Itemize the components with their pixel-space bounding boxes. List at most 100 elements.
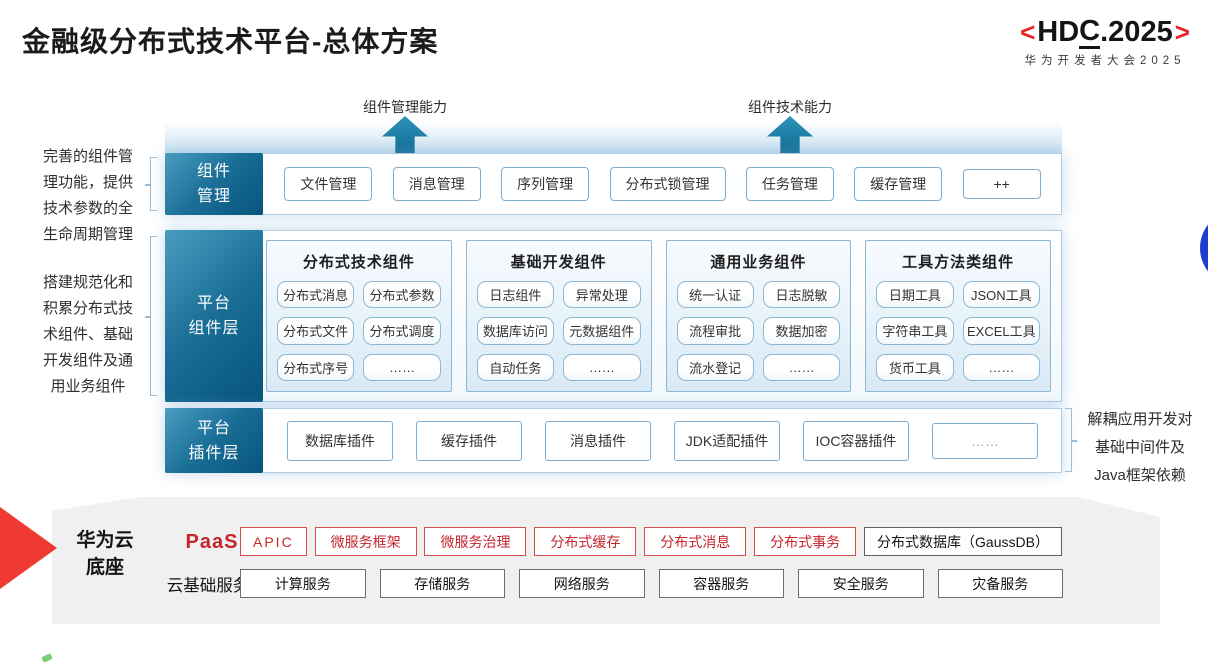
item-box: 日志组件	[476, 281, 555, 309]
note-line: 用业务组件	[50, 378, 126, 395]
management-items: 文件管理 消息管理 序列管理 分布式锁管理 任务管理 缓存管理 ++	[264, 154, 1061, 214]
item-box: 文件管理	[284, 167, 373, 201]
item-box: 流水登记	[676, 353, 754, 381]
cloud-basic-services-row: 计算服务 存储服务 网络服务 容器服务 安全服务 灾备服务	[240, 569, 1063, 598]
item-box: 数据库访问	[476, 317, 555, 345]
component-columns: 分布式技术组件 分布式消息 分布式参数 分布式文件 分布式调度 分布式序号 ………	[266, 240, 1051, 392]
column-basic-dev: 基础开发组件 日志组件 异常处理 数据库访问 元数据组件 自动任务 ……	[465, 240, 652, 392]
hdc-text-c: C	[1079, 14, 1101, 49]
item-box: JSON工具	[962, 281, 1040, 309]
item-box: 分布式文件	[277, 317, 355, 345]
panel-top-glow	[165, 122, 1062, 153]
plugin-items: 数据库插件 缓存插件 消息插件 JDK适配插件 IOC容器插件 ……	[264, 409, 1061, 472]
note-line: 技术参数的全	[42, 200, 133, 217]
item-box: 流程审批	[676, 317, 754, 345]
cloud-service-box: 网络服务	[519, 569, 645, 598]
cloud-service-box: 存储服务	[379, 569, 505, 598]
layer-label-line: 平台	[196, 295, 231, 312]
item-box: 日志脱敏	[762, 281, 841, 309]
item-box: 元数据组件	[563, 317, 641, 345]
column-common-business: 通用业务组件 统一认证 日志脱敏 流程审批 数据加密 流水登记 ……	[665, 240, 852, 392]
paas-service-box: 分布式缓存	[534, 527, 637, 556]
item-box-plus: ++	[962, 169, 1041, 199]
left-angle-bracket-icon: <	[1020, 17, 1036, 47]
item-box: 分布式调度	[363, 317, 441, 345]
arrow-label-technical-capability: 组件技术能力	[748, 99, 832, 115]
item-box: 任务管理	[745, 167, 834, 201]
column-grid: 分布式消息 分布式参数 分布式文件 分布式调度 分布式序号 ……	[277, 281, 441, 381]
paas-service-box: 微服务框架	[314, 527, 417, 556]
layer-label-platform-components: 平台 组件层	[165, 230, 263, 402]
foundation-label-line: 底座	[85, 557, 124, 578]
brace-left-icon	[145, 157, 157, 211]
note-line: 搭建规范化和	[42, 274, 133, 291]
item-box: 消息管理	[392, 167, 481, 201]
note-line: 理功能，提供	[42, 174, 133, 191]
note-line: 术组件、基础	[42, 326, 133, 343]
item-box: 日期工具	[876, 281, 954, 309]
item-box: 自动任务	[476, 353, 555, 381]
note-line: 积累分布式技	[42, 300, 133, 317]
note-line: 解耦应用开发对	[1087, 411, 1193, 428]
paas-services-row: APIC 微服务框架 微服务治理 分布式缓存 分布式消息 分布式事务 分布式数据…	[240, 527, 1062, 556]
item-box: 货币工具	[876, 353, 954, 381]
hdc-text-year: .2025	[1100, 16, 1173, 48]
blue-circle-decoration	[1200, 210, 1208, 286]
foundation-label: 华为云 底座	[68, 527, 142, 581]
cloud-service-box: 灾备服务	[937, 569, 1063, 598]
item-box: 分布式锁管理	[609, 167, 726, 201]
item-box: 分布式消息	[277, 281, 355, 309]
layer-platform-plugins: 平台 插件层 数据库插件 缓存插件 消息插件 JDK适配插件 IOC容器插件 ……	[165, 408, 1062, 473]
item-box-more: ……	[563, 353, 641, 381]
column-header: 分布式技术组件	[302, 254, 415, 271]
cloud-service-box: 安全服务	[798, 569, 924, 598]
layer-label-line: 平台	[196, 419, 231, 437]
cloud-service-box: 容器服务	[658, 569, 784, 598]
column-header: 工具方法类组件	[902, 254, 1015, 271]
item-box: 字符串工具	[876, 317, 954, 345]
item-box: 统一认证	[676, 281, 754, 309]
item-box: 分布式序号	[277, 353, 355, 381]
item-box-more: ……	[962, 353, 1040, 381]
paas-service-box: 微服务治理	[424, 527, 527, 556]
gaussdb-box: 分布式数据库（GaussDB）	[864, 527, 1062, 556]
column-header: 基础开发组件	[510, 254, 607, 271]
item-box: EXCEL工具	[962, 317, 1040, 345]
column-tool-methods: 工具方法类组件 日期工具 JSON工具 字符串工具 EXCEL工具 货币工具 ……	[865, 240, 1051, 392]
note-line: 开发组件及通	[42, 352, 133, 369]
column-grid: 日期工具 JSON工具 字符串工具 EXCEL工具 货币工具 ……	[876, 281, 1040, 381]
layer-platform-components: 平台 组件层 分布式技术组件 分布式消息 分布式参数 分布式文件 分布式调度 分…	[165, 230, 1062, 402]
cloud-basic-services-label: 云基础服务	[166, 577, 250, 595]
item-box: 分布式参数	[363, 281, 441, 309]
column-header: 通用业务组件	[710, 254, 807, 271]
item-box: 消息插件	[545, 420, 651, 461]
layer-label-line: 组件	[196, 163, 231, 180]
brace-right-icon	[1065, 408, 1077, 472]
hdc-text-hd: HD	[1037, 16, 1080, 48]
column-distributed-tech: 分布式技术组件 分布式消息 分布式参数 分布式文件 分布式调度 分布式序号 ……	[266, 240, 452, 392]
paas-service-box: 分布式消息	[644, 527, 747, 556]
green-mark-decoration	[41, 653, 53, 663]
hdc-logo-subtitle: 华为开发者大会2025	[1024, 55, 1186, 67]
item-box: 缓存管理	[854, 167, 943, 201]
layer-label-component-management: 组件 管理	[165, 153, 263, 215]
note-component-management: 完善的组件管 理功能，提供 技术参数的全 生命周期管理	[26, 144, 150, 248]
item-box-more: ……	[762, 353, 841, 381]
item-box: 缓存插件	[416, 420, 522, 461]
foundation-label-line: 华为云	[76, 530, 134, 551]
item-box-more: ……	[932, 422, 1038, 459]
page-title: 金融级分布式技术平台-总体方案	[22, 26, 439, 57]
column-grid: 日志组件 异常处理 数据库访问 元数据组件 自动任务 ……	[476, 281, 641, 381]
paas-label: PaaS	[185, 531, 239, 553]
arrow-label-management-capability: 组件管理能力	[363, 99, 447, 115]
layer-label-line: 管理	[196, 188, 231, 205]
item-box: 数据库插件	[287, 420, 393, 461]
right-angle-bracket-icon: >	[1174, 17, 1190, 47]
layer-label-platform-plugins: 平台 插件层	[165, 408, 263, 473]
item-box: 异常处理	[563, 281, 641, 309]
note-decoupling: 解耦应用开发对 基础中间件及 Java框架依赖	[1076, 406, 1204, 490]
note-component-accumulation: 搭建规范化和 积累分布式技 术组件、基础 开发组件及通 用业务组件	[26, 270, 150, 400]
item-box-more: ……	[363, 353, 441, 381]
